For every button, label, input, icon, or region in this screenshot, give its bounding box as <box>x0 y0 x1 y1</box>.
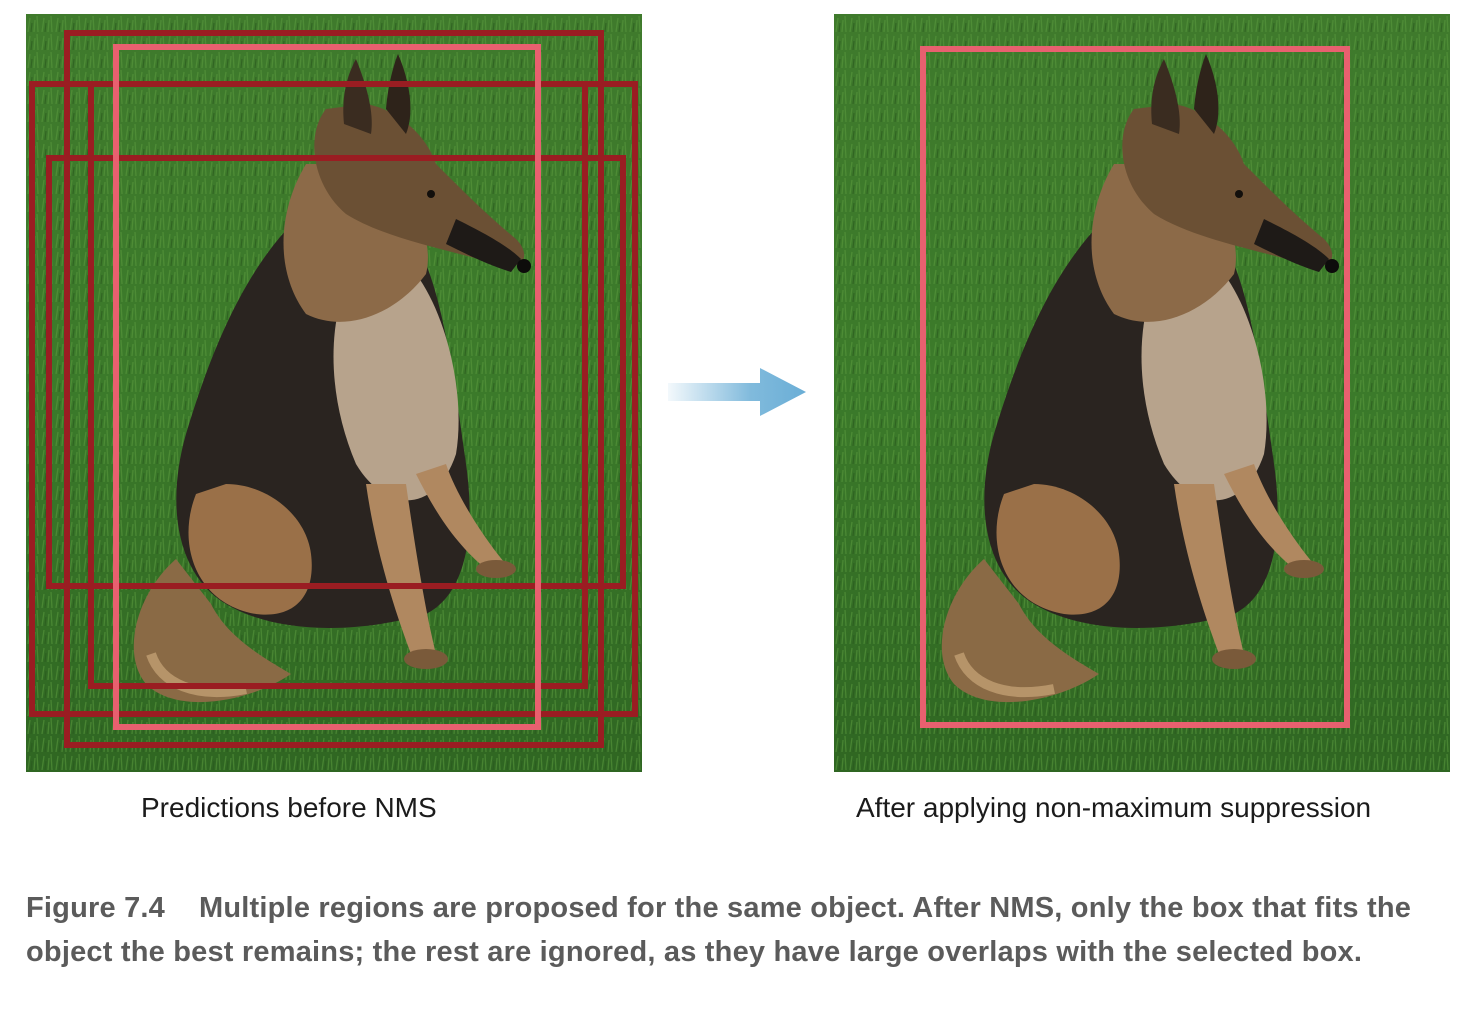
after-nms-label: After applying non-maximum suppression <box>856 792 1372 823</box>
suppressed-box-1 <box>64 30 604 748</box>
german-shepherd-dog <box>941 54 1339 703</box>
right-arrow-icon <box>668 368 806 416</box>
suppressed-box-3 <box>88 81 588 689</box>
photo-after-nms <box>834 14 1450 772</box>
photo-before-nms <box>26 14 642 772</box>
german-shepherd-dog <box>133 54 531 703</box>
before-nms-label: Predictions before NMS <box>141 792 437 823</box>
caption-text: Multiple regions are proposed for the sa… <box>26 892 1412 968</box>
figure-number: Figure 7.4 <box>26 892 165 924</box>
selected-box <box>113 44 541 730</box>
suppressed-box-4 <box>46 155 626 589</box>
selected-box <box>920 46 1350 728</box>
